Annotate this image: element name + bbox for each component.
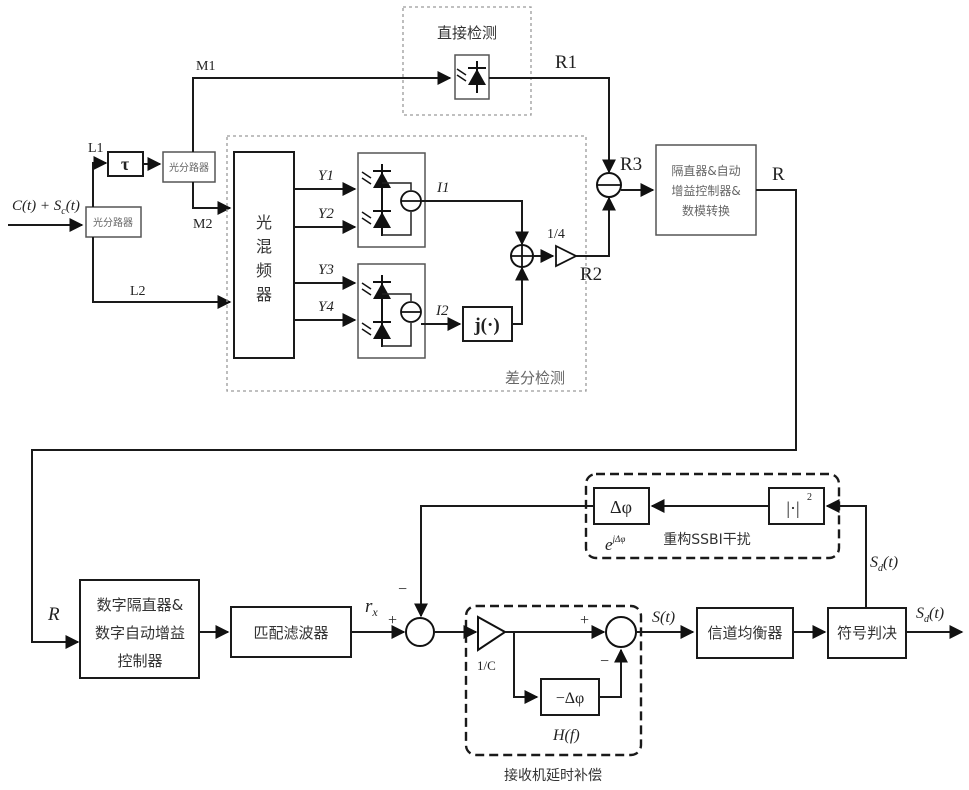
combiner-r3 — [597, 173, 621, 197]
abs-square-label: |·| — [786, 498, 799, 518]
agc-line-2: 增益控制器& — [671, 184, 740, 198]
label-r-top: R — [772, 164, 785, 185]
neg-phase-block: −Δφ — [541, 679, 599, 715]
symbol-decision-block: 符号判决 — [828, 608, 906, 658]
sign-plus-rx: + — [388, 612, 397, 629]
label-y3: Y3 — [318, 262, 334, 278]
symbol-decision-label: 符号判决 — [837, 624, 897, 642]
abs-square-sup: 2 — [807, 492, 812, 503]
digital-agc-block: 数字隔直器& 数字自动增益 控制器 — [80, 580, 199, 678]
sign-minus-ssbi: − — [398, 581, 407, 598]
mixer-label-3: 频 — [256, 261, 272, 280]
inv-gain-label: 1/C — [477, 658, 496, 673]
mixer-label-2: 混 — [256, 237, 272, 256]
optical-splitter-2-label: 光分路器 — [169, 161, 209, 174]
wire-r2 — [576, 198, 609, 256]
mixer-label-4: 器 — [256, 285, 272, 304]
neg-phase-label: −Δφ — [556, 690, 585, 707]
optical-splitter-1: 光分路器 — [86, 207, 141, 237]
mixer-label-1: 光 — [256, 213, 272, 232]
j-operator-block: j(·) — [463, 307, 512, 341]
label-i2: I2 — [435, 303, 449, 319]
digital-agc-line-3: 控制器 — [117, 652, 162, 670]
abs-square-block: |·| 2 — [769, 488, 824, 524]
agc-line-3: 数模转换 — [682, 203, 730, 218]
label-sd-output: Sd(t) — [916, 605, 944, 625]
label-y2: Y2 — [318, 206, 334, 222]
sign-plus-h: + — [580, 612, 589, 629]
subtractor-ssbi — [406, 618, 434, 646]
delay-compensation-title: 接收机延时补偿 — [504, 767, 602, 784]
direct-detection-title: 直接检测 — [437, 24, 497, 42]
wire-m2 — [193, 182, 230, 208]
hf-label: H(f) — [552, 727, 580, 744]
label-i1: I1 — [436, 180, 450, 196]
wire-r1 — [489, 78, 609, 172]
wire-l1 — [93, 163, 106, 207]
gain-quarter-label: 1/4 — [547, 227, 565, 242]
balanced-detector-2 — [358, 264, 425, 358]
optical-splitter-1-label: 光分路器 — [93, 216, 133, 229]
differential-detection-title: 差分检测 — [505, 369, 565, 387]
phase-label: Δφ — [610, 497, 632, 517]
channel-equalizer-label: 信道均衡器 — [707, 624, 782, 642]
inv-gain-block — [478, 617, 505, 650]
j-operator-label: j(·) — [473, 315, 499, 336]
delay-block: τ — [108, 152, 143, 176]
wire-r-loop — [32, 190, 796, 642]
ssbi-title: 重构SSBI干扰 — [663, 532, 751, 548]
digital-agc-line-2: 数字自动增益 — [95, 624, 185, 642]
label-r3: R3 — [620, 154, 642, 175]
wire-l2 — [93, 237, 230, 302]
label-l1: L1 — [88, 141, 104, 156]
channel-equalizer-block: 信道均衡器 — [697, 608, 793, 658]
adder-top — [511, 245, 533, 267]
matched-filter-block: 匹配滤波器 — [231, 607, 351, 657]
input-signal-label: C(t) + Sc(t) — [12, 198, 80, 217]
wire-ssbi-feedback — [421, 506, 595, 616]
direct-photodiode — [455, 55, 489, 99]
exp-label: ejΔφ — [605, 534, 625, 554]
label-y4: Y4 — [318, 299, 334, 315]
label-r-bottom: R — [47, 604, 60, 625]
label-st: S(t) — [652, 609, 675, 626]
label-y1: Y1 — [318, 168, 334, 184]
agc-dac-block: 隔直器&自动 增益控制器& 数模转换 — [656, 145, 756, 235]
label-r1: R1 — [555, 52, 577, 73]
label-sd-feedback: Sd(t) — [870, 554, 898, 574]
balanced-detector-1 — [358, 153, 425, 247]
wire-j-out — [512, 268, 522, 324]
digital-agc-line-1: 数字隔直器& — [97, 596, 184, 614]
delay-label: τ — [121, 154, 130, 174]
label-r2: R2 — [580, 264, 602, 285]
label-rx: rx — [365, 596, 378, 619]
phase-block: Δφ — [594, 488, 649, 524]
gain-quarter — [556, 246, 576, 266]
agc-line-1: 隔直器&自动 — [671, 164, 740, 178]
optical-mixer: 光 混 频 器 — [234, 152, 294, 358]
optical-splitter-2: 光分路器 — [163, 152, 215, 182]
wire-to-neg-phase — [514, 632, 537, 697]
wire-i1 — [421, 201, 522, 244]
label-m2: M2 — [193, 217, 212, 232]
sign-minus-h: − — [600, 653, 609, 670]
label-m1: M1 — [196, 59, 215, 74]
subtractor-h — [606, 617, 636, 647]
matched-filter-label: 匹配滤波器 — [253, 624, 328, 642]
label-l2: L2 — [130, 284, 146, 299]
